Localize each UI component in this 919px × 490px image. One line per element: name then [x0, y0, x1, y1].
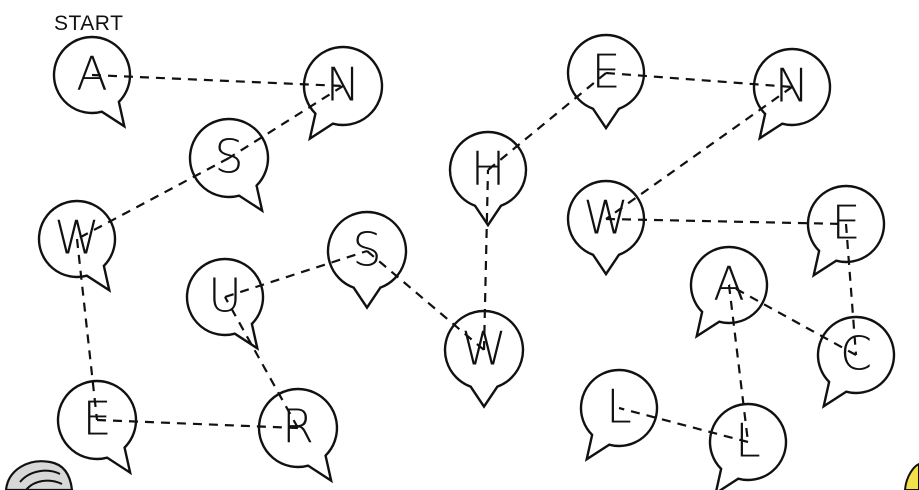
bubble-letter: A — [713, 257, 744, 311]
bubble-letter: W — [461, 322, 506, 376]
connector-line — [228, 85, 344, 159]
bubble-letter: U — [208, 269, 242, 323]
letter-bubble[interactable]: W — [37, 199, 117, 293]
bubble-letter: W — [54, 211, 99, 265]
letter-bubble[interactable]: A — [689, 245, 769, 339]
speech-bubble-icon — [448, 130, 528, 228]
corner-art-left — [4, 460, 74, 490]
speech-bubble-icon — [52, 35, 132, 129]
speech-bubble-icon — [56, 379, 138, 476]
corner-art-right — [903, 462, 919, 490]
connector-line — [224, 249, 368, 299]
letter-bubble[interactable]: L — [579, 368, 659, 462]
bubble-letter: C — [840, 327, 872, 381]
letter-bubble[interactable]: E — [56, 379, 138, 476]
connector-line — [224, 296, 299, 429]
letter-bubble[interactable]: N — [302, 45, 384, 142]
connector-line — [605, 71, 793, 89]
speech-bubble-icon — [257, 387, 339, 484]
bubble-group: A N S W E R U S W H E N W E C A L L — [37, 33, 896, 490]
letter-bubble[interactable]: H — [448, 130, 528, 228]
connector-line — [844, 223, 858, 356]
connector-line — [487, 72, 607, 171]
start-label: START — [54, 12, 124, 35]
speech-bubble-icon — [806, 184, 886, 278]
bubble-letter: S — [352, 223, 381, 277]
bubble-letter: N — [326, 58, 360, 112]
speech-bubble-icon — [443, 309, 525, 409]
letter-bubble[interactable]: E — [806, 184, 886, 278]
speech-bubble-icon — [302, 45, 384, 142]
bubble-letter: H — [471, 142, 506, 196]
letter-bubble[interactable]: S — [326, 210, 408, 310]
bubble-letter: L — [735, 414, 761, 468]
letter-bubble[interactable]: L — [708, 402, 788, 490]
bubble-letter: N — [775, 59, 809, 113]
letter-bubble[interactable]: W — [443, 309, 525, 409]
speech-bubble-icon — [188, 117, 270, 214]
speech-bubble-icon — [566, 33, 646, 131]
bubble-letter: A — [76, 47, 107, 101]
connector-line — [605, 86, 793, 220]
bubble-letter: S — [214, 130, 243, 184]
connector-line — [76, 157, 230, 240]
connector-line — [727, 284, 750, 443]
speech-bubble-icon — [752, 47, 832, 141]
bubble-letter: R — [282, 400, 314, 454]
bubble-letter: L — [606, 380, 632, 434]
connector-line — [96, 418, 299, 430]
speech-bubble-icon — [185, 257, 265, 351]
connector-line — [728, 284, 857, 356]
speech-bubble-icon — [37, 199, 117, 293]
letter-bubble[interactable]: W — [566, 179, 646, 277]
speech-bubble-icon — [326, 210, 408, 310]
letter-bubble[interactable]: U — [185, 257, 265, 351]
connector-lines — [75, 71, 858, 444]
speech-bubble-icon — [579, 368, 659, 462]
speech-bubble-icon — [708, 402, 788, 490]
letter-bubble[interactable]: A — [52, 35, 132, 129]
letter-bubble[interactable]: S — [188, 117, 270, 214]
bubble-letter: W — [583, 191, 628, 245]
speech-bubble-icon — [566, 179, 646, 277]
connector-line — [75, 238, 99, 421]
letter-bubble[interactable]: E — [566, 33, 646, 131]
speech-bubble-icon — [816, 315, 896, 409]
bubble-letter: E — [591, 45, 620, 99]
letter-bubble[interactable]: C — [816, 315, 896, 409]
letter-bubble[interactable]: R — [257, 387, 339, 484]
bubble-letter: E — [831, 196, 860, 250]
connector-line — [605, 217, 847, 226]
speech-bubble-icon — [689, 245, 769, 339]
connector-line — [91, 73, 344, 88]
connector-line — [618, 406, 749, 444]
bubble-letter: E — [82, 392, 111, 446]
letter-bubble[interactable]: N — [752, 47, 832, 141]
connector-line — [482, 169, 490, 351]
